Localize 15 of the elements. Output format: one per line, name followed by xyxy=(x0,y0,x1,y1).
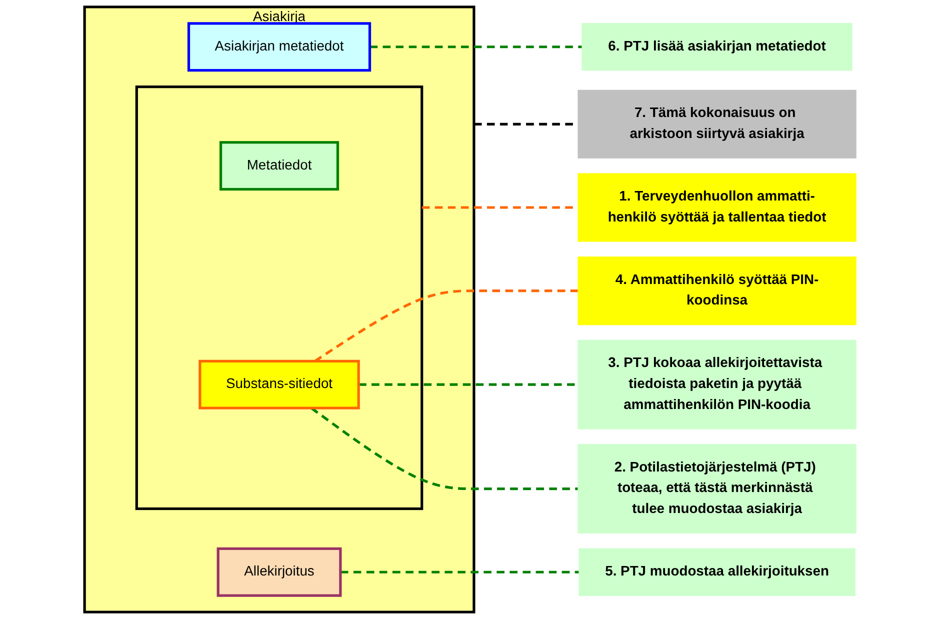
node-box: Metatiedot xyxy=(220,141,340,191)
connector xyxy=(340,570,580,574)
node-box: Allekirjoitus xyxy=(217,547,342,597)
connector xyxy=(370,46,582,48)
node-box: 4. Ammattihenkilö syöttää PIN-koodinsa xyxy=(578,256,857,326)
node-box: 1. Terveydenhuollon ammatti-henkilö syöttää ja tallentaa tiedot xyxy=(578,173,857,242)
node-box: Substans-sitiedot xyxy=(198,360,360,410)
node-box: 2. Potilastietojärjestelmä (PTJ) toteaa, että tästä merkinnästä tulee muodostaa asiakirja xyxy=(578,444,857,534)
cluster xyxy=(136,86,424,510)
node-box: 5. PTJ muodostaa allekirjoituksen xyxy=(578,548,856,596)
node-box: Asiakirjan metatiedot xyxy=(188,22,372,72)
node-box: 3. PTJ kokoaa allekirjoitettavista tiedoista paketin ja pyytää ammattihenkilön PIN-koodia xyxy=(578,340,857,430)
node-box: 6. PTJ lisää asiakirjan metatiedot xyxy=(582,23,853,71)
connector xyxy=(314,290,578,362)
node-box: 7. Tämä kokonaisuus on arkistoon siirtyvä asiakirja xyxy=(578,90,857,158)
